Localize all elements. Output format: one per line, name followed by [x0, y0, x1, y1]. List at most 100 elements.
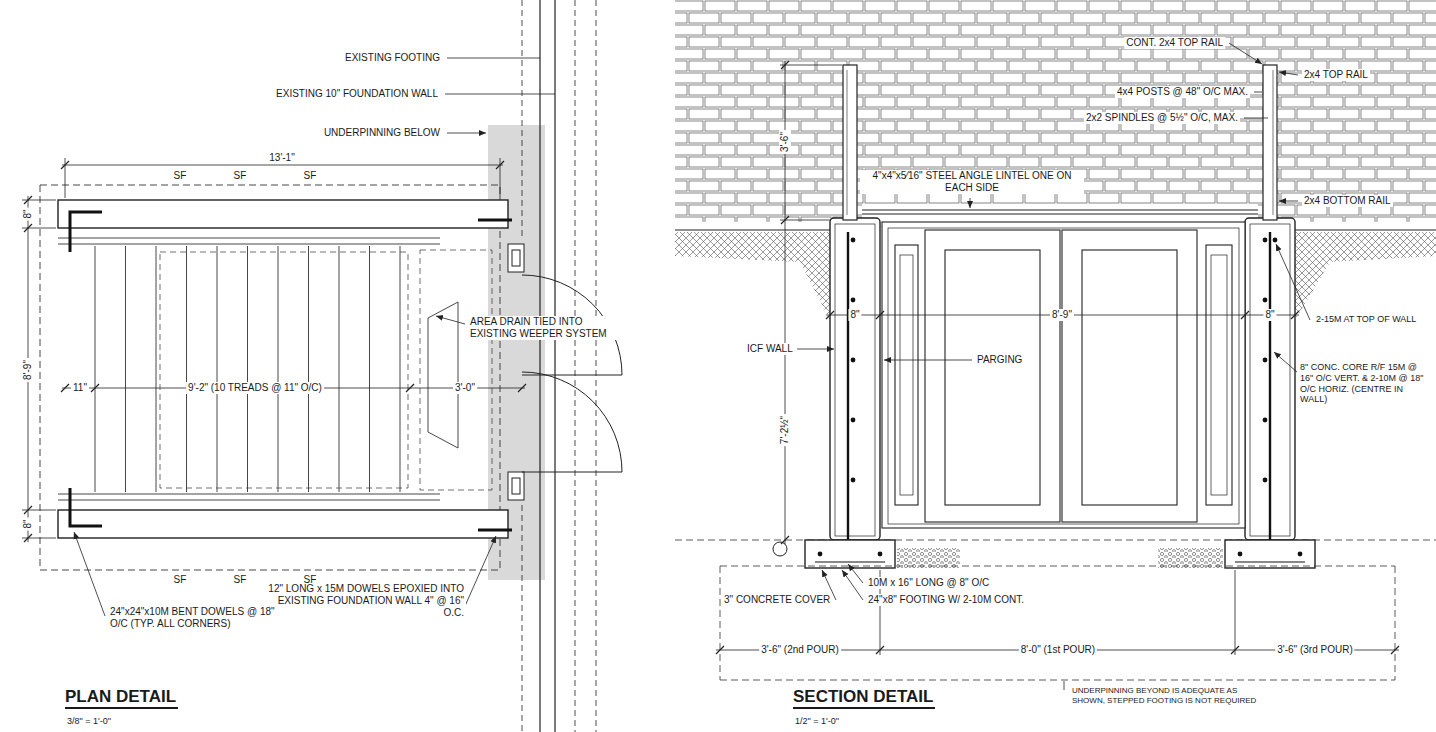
underpinning-outline: [720, 566, 1395, 567]
section-leader-lines: [1279, 72, 1298, 75]
scale-note: 1/2" = 1'-0": [793, 716, 841, 727]
steel-lintel: [862, 210, 1258, 214]
stair-treads: [95, 246, 96, 492]
underpinning-outline: [720, 566, 721, 680]
grade-line: [675, 540, 1436, 541]
wall-rebar: [851, 298, 856, 303]
plan-leader-lines: [447, 133, 486, 134]
callout-note: 4x4 POSTS @ 48" O/C MAX.: [1115, 86, 1250, 98]
door-plan: [522, 372, 622, 472]
plan-leader-lines: [447, 58, 540, 59]
rebar-dowels: [478, 219, 512, 222]
callout-note: 24"x24"x10M BENT DOWELS @ 18" O/C (TYP. …: [108, 606, 297, 630]
footings: [815, 562, 885, 563]
ground: [675, 229, 830, 230]
steel-lintel: [862, 213, 1258, 214]
plan-dimensions: [62, 165, 503, 166]
existing-foundation: [522, 0, 523, 240]
underpinning-outline: [720, 566, 1395, 680]
door-elevation: [1062, 230, 1197, 522]
footing-mark: SF: [232, 170, 249, 182]
dimension: 8": [22, 207, 34, 220]
section-leader-lines: [1064, 681, 1065, 690]
ground: [675, 232, 830, 320]
stair-treads: [247, 246, 248, 492]
drawing-title: PLAN DETAIL: [65, 688, 178, 709]
wall-rebar: [1263, 298, 1268, 303]
door-plan: [508, 244, 524, 272]
door-plan: [512, 250, 520, 266]
wall-rebar: [1263, 238, 1268, 243]
ground: [1295, 232, 1436, 320]
footing-mark: SF: [172, 170, 189, 182]
wall-rebar: [1263, 358, 1268, 363]
dimension: 8": [848, 309, 861, 321]
wall-rebar: [851, 238, 856, 243]
brick-wall: [675, 0, 1436, 222]
footings: [1238, 552, 1243, 557]
dimension: 3'-0": [453, 382, 477, 394]
wall-rebar: [847, 232, 849, 556]
wall-rebar: [851, 478, 856, 483]
door-elevation: [882, 222, 1245, 528]
stair-treads: [58, 494, 440, 495]
gravel: [897, 548, 1223, 568]
dimension: 8": [1263, 309, 1276, 321]
dimension: 9'-2" (10 TREADS @ 11" O/C): [186, 382, 324, 394]
section-leader-lines: [1279, 201, 1298, 202]
section-dimensions: [780, 65, 842, 66]
drawing-title: SECTION DETAIL: [793, 688, 935, 709]
wall-rebar: [1269, 232, 1271, 556]
door-elevation: [945, 250, 1040, 505]
gravel: [1158, 548, 1223, 568]
wall-rebar: [1263, 418, 1268, 423]
stair-treads: [308, 246, 309, 492]
brick-wall: [862, 204, 1258, 222]
existing-foundation: [554, 0, 555, 732]
plan-dimensions: [22, 158, 526, 542]
section-leader-lines: [1229, 43, 1262, 64]
dimension: 8'-0" (1st POUR): [1019, 644, 1097, 656]
rebar-dowels: [70, 488, 102, 526]
grade-line: [675, 540, 1436, 541]
dimension: 13'-1": [267, 152, 296, 164]
icf-walls: [830, 218, 1295, 540]
weeper-pipe: [773, 542, 787, 556]
dimension: 11": [71, 382, 89, 394]
door-elevation: [1211, 255, 1227, 495]
callout-note: 2x4 BOTTOM RAIL: [1302, 195, 1393, 207]
stair-treads: [428, 302, 458, 448]
existing-foundation: [522, 505, 523, 732]
callout-note: PARGING: [975, 354, 1024, 366]
plan-leader-lines: [436, 316, 465, 324]
footing-mark: SF: [232, 574, 249, 586]
dimension: 8": [22, 517, 34, 530]
section-leader-lines: [884, 360, 972, 361]
weeper-pipe: [773, 542, 787, 556]
guard-posts: [847, 70, 848, 215]
existing-foundation: [596, 0, 597, 732]
general-note: UNDERPINNING BEYOND IS ADEQUATE AS SHOWN…: [1070, 686, 1264, 705]
section-leader-lines: [1244, 118, 1268, 119]
door-elevation: [888, 228, 1239, 524]
brick-wall: [675, 0, 1436, 222]
plan-leader-lines: [465, 536, 496, 606]
footings: [1225, 540, 1315, 568]
dimension: 3'-6": [779, 130, 791, 154]
door-plan: [522, 472, 622, 473]
dimension: 3'-6" (2nd POUR): [759, 644, 841, 656]
footings: [1298, 552, 1303, 557]
plan-leader-lines: [445, 94, 555, 95]
callout-note: 2-15M AT TOP OF WALL: [1314, 314, 1418, 325]
door-elevation: [1206, 245, 1232, 505]
section-leader-lines: [1274, 352, 1297, 372]
stair-treads: [217, 246, 218, 492]
callout-note: AREA DRAIN TIED INTO EXISTING WEEPER SYS…: [468, 316, 622, 340]
callout-note: EXISTING FOOTING: [343, 52, 442, 64]
stair-treads: [58, 244, 440, 245]
callout-note: EXISTING 10" FOUNDATION WALL: [274, 88, 440, 100]
rebar-dowels: [478, 529, 512, 532]
door-plan: [512, 478, 520, 494]
door-elevation: [895, 245, 918, 505]
icf-walls: [830, 218, 880, 540]
